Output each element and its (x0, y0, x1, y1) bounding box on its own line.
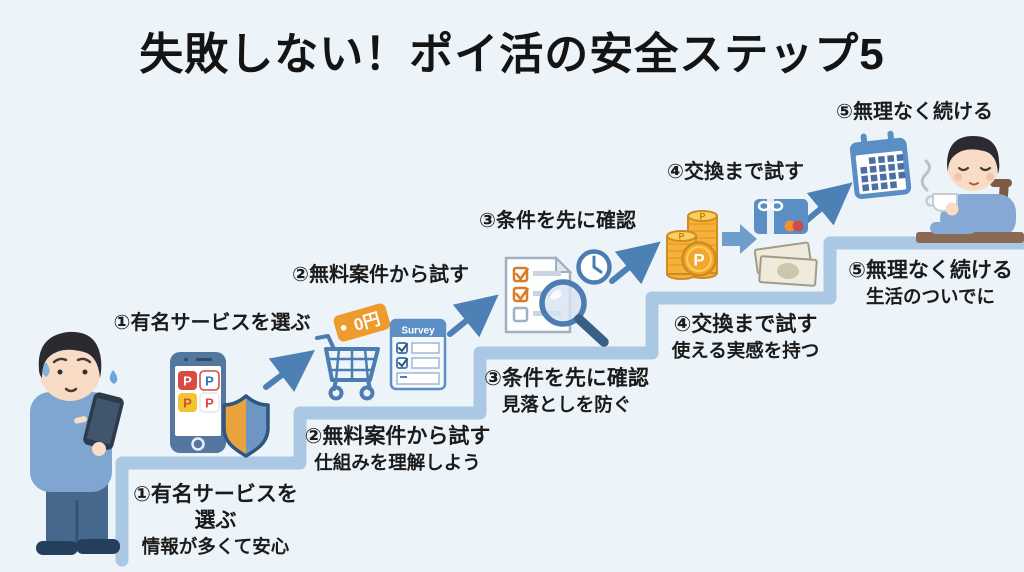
step-1-heading: ①有名サービスを選ぶ (113, 312, 311, 334)
gift-card-icon (754, 199, 808, 234)
shopping-cart-icon (315, 334, 380, 401)
step-2-stair-title: ②無料案件から試す (304, 425, 491, 448)
step-5-heading: ⑤無理なく続ける (836, 101, 993, 123)
app-p-letter: P (205, 396, 214, 411)
coin-p-letter: P (693, 251, 704, 270)
exchange-arrow-icon (722, 224, 757, 254)
arrow-step4-5-icon (803, 182, 853, 226)
survey-form-icon: Survey (389, 318, 447, 391)
step-4-stair-title: ④交換まで試す (673, 313, 818, 336)
step-5-stair-label: ⑤無理なく続ける 生活のついでに (828, 258, 1024, 309)
step-1-stair-title: ①有名サービスを (133, 483, 298, 506)
step-2-stair-subtitle: 仕組みを理解しよう (314, 452, 481, 474)
free-price-tag-icon: 0円 (333, 303, 391, 342)
arrow-step3-4-icon (609, 241, 661, 285)
step-4-heading: ④交換まで試す (667, 161, 804, 183)
coin-p-letter: P (699, 212, 705, 222)
magnifier-icon (539, 279, 609, 347)
arrow-step1-2-icon (263, 349, 315, 393)
desk (916, 232, 1024, 243)
step-1-stair-title-line2: 選ぶ (194, 509, 237, 533)
coin-p-letter: P (678, 232, 684, 242)
survey-label: Survey (401, 326, 435, 337)
step-4-stair-subtitle: 使える実感を持つ (671, 340, 820, 362)
app-p-letter: P (183, 374, 192, 389)
relaxed-person-with-coffee (916, 136, 1024, 243)
clock-icon (576, 249, 612, 285)
step-5-stair-subtitle: 生活のついでに (866, 286, 995, 308)
step-2-stair-label: ②無料案件から試す 仕組みを理解しよう (295, 424, 500, 475)
step-2-heading: ②無料案件から試す (292, 264, 469, 286)
step-3-stair-subtitle: 見落としを防ぐ (501, 394, 632, 416)
worried-person-with-phone (30, 331, 124, 555)
banknotes-icon (753, 241, 818, 287)
app-p-letter: P (205, 374, 214, 389)
step-1-stair-label: ①有名サービスを 選ぶ 情報が多くて安心 (113, 482, 318, 559)
step-3-heading: ③条件を先に確認 (479, 210, 636, 232)
steam-icon (920, 159, 931, 192)
point-coins-icon: P P P (666, 210, 718, 280)
shield-icon (222, 394, 270, 458)
sweat-drop-icon (42, 362, 50, 377)
staircase-path (115, 236, 1024, 567)
step-3-stair-label: ③条件を先に確認 見落としを防ぐ (464, 366, 669, 417)
calendar-icon (849, 130, 912, 200)
smartphone-point-apps-icon: P P P P (170, 352, 226, 453)
arrow-step2-3-icon (447, 294, 499, 338)
app-p-letter: P (183, 396, 192, 411)
step-4-stair-label: ④交換まで試す 使える実感を持つ (643, 312, 848, 363)
step-1-stair-subtitle: 情報が多くて安心 (141, 536, 290, 558)
page-title: 失敗しない！ポイ活の安全ステップ5 (139, 30, 885, 79)
flow-arrows (263, 182, 853, 393)
step-5-stair-title: ⑤無理なく続ける (848, 259, 1013, 282)
flying-drop-icon (109, 370, 118, 384)
step-3-stair-title: ③条件を先に確認 (484, 367, 649, 390)
